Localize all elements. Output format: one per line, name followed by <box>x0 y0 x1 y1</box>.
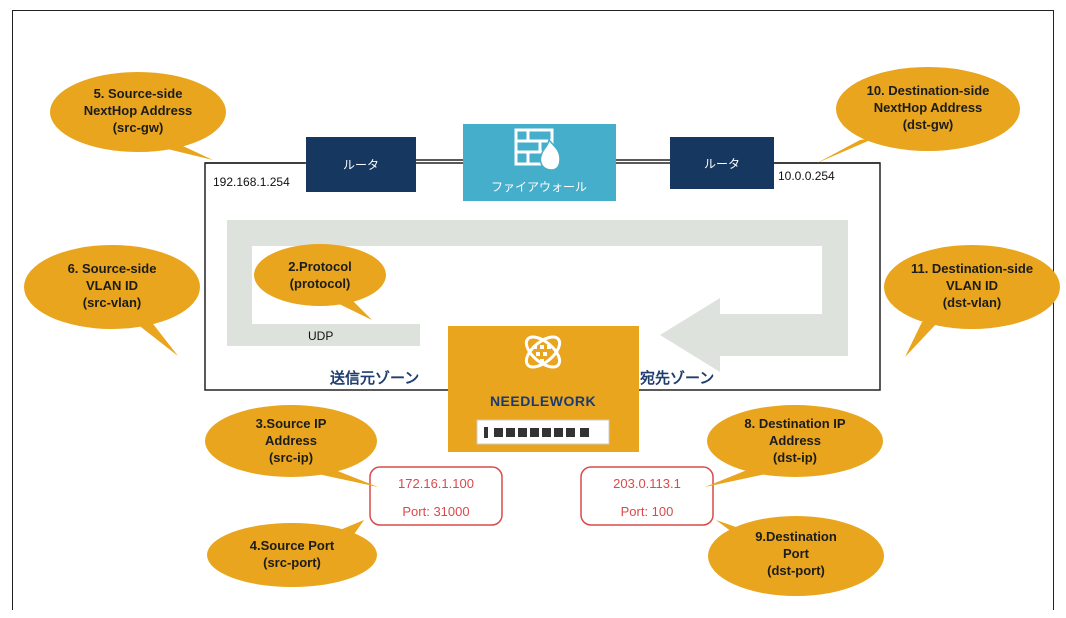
destination-zone-label: 宛先ゾーン <box>639 369 714 387</box>
callout-src-port-line2: (src-port) <box>263 555 321 570</box>
network-appliance-icon <box>476 419 610 445</box>
callout-src-port: 4.Source Port (src-port) <box>207 520 377 587</box>
source-port-value: Port: 31000 <box>402 504 469 519</box>
callout-dst-vlan-line2: VLAN ID <box>946 278 998 293</box>
callout-dst-vlan-line1: 11. Destination-side <box>911 261 1033 276</box>
callout-src-gw-line3: (src-gw) <box>113 120 164 135</box>
callout-dst-ip: 8. Destination IP Address (dst-ip) <box>705 405 883 487</box>
router-right: ルータ <box>670 137 774 189</box>
source-address-box: 172.16.1.100 Port: 31000 <box>369 466 503 526</box>
callout-dst-gw-line2: NextHop Address <box>874 100 983 115</box>
destination-port-value: Port: 100 <box>621 504 674 519</box>
firewall-label: ファイアウォール <box>491 180 587 194</box>
right-gateway-ip: 10.0.0.254 <box>778 169 835 183</box>
callout-dst-port-line2: Port <box>783 546 810 561</box>
needlework-appliance: NEEDLEWORK <box>448 326 639 452</box>
callout-src-ip-line3: (src-ip) <box>269 450 313 465</box>
callout-dst-ip-line1: 8. Destination IP <box>744 416 845 431</box>
callout-dst-port-line3: (dst-port) <box>767 563 825 578</box>
page-frame-top <box>12 10 1054 11</box>
router-left: ルータ <box>306 137 416 192</box>
page-frame-right <box>1053 10 1054 610</box>
callout-dst-port-line1: 9.Destination <box>755 529 837 544</box>
source-ip-value: 172.16.1.100 <box>398 476 474 491</box>
callout-src-vlan-line1: 6. Source-side <box>68 261 157 276</box>
firewall-flame-icon <box>514 128 561 171</box>
router-right-label: ルータ <box>704 157 740 171</box>
callout-protocol-line2: (protocol) <box>290 276 351 291</box>
destination-ip-value: 203.0.113.1 <box>613 476 681 491</box>
callout-src-gw: 5. Source-side NextHop Address (src-gw) <box>50 72 226 160</box>
callout-dst-vlan: 11. Destination-side VLAN ID (dst-vlan) <box>884 245 1060 357</box>
callout-dst-ip-line3: (dst-ip) <box>773 450 817 465</box>
left-gateway-ip: 192.168.1.254 <box>213 175 290 189</box>
callout-dst-port: 9.Destination Port (dst-port) <box>708 516 884 596</box>
page-frame-left <box>12 10 13 610</box>
firewall: ファイアウォール <box>463 124 616 201</box>
callout-src-gw-line1: 5. Source-side <box>94 86 183 101</box>
router-left-label: ルータ <box>343 158 379 172</box>
callout-dst-gw-line3: (dst-gw) <box>903 117 954 132</box>
callout-src-ip: 3.Source IP Address (src-ip) <box>205 405 378 487</box>
callout-src-gw-line2: NextHop Address <box>84 103 193 118</box>
protocol-value: UDP <box>308 329 333 343</box>
callout-protocol: 2.Protocol (protocol) <box>254 244 386 320</box>
callout-src-ip-line1: 3.Source IP <box>256 416 327 431</box>
callout-src-port-line1: 4.Source Port <box>250 538 335 553</box>
callout-src-vlan-line3: (src-vlan) <box>83 295 142 310</box>
source-zone-label: 送信元ゾーン <box>329 369 419 387</box>
callout-protocol-line1: 2.Protocol <box>288 259 352 274</box>
callout-dst-gw-line1: 10. Destination-side <box>867 83 990 98</box>
callout-src-vlan: 6. Source-side VLAN ID (src-vlan) <box>24 245 200 356</box>
flow-arrow <box>227 220 848 372</box>
callout-dst-vlan-line3: (dst-vlan) <box>943 295 1002 310</box>
callout-src-ip-line2: Address <box>265 433 317 448</box>
callout-dst-ip-line2: Address <box>769 433 821 448</box>
callout-dst-gw: 10. Destination-side NextHop Address (ds… <box>817 67 1020 163</box>
needlework-logo-icon <box>524 335 562 369</box>
callout-src-vlan-line2: VLAN ID <box>86 278 138 293</box>
brand-name: NEEDLEWORK <box>490 393 596 409</box>
destination-address-box: 203.0.113.1 Port: 100 <box>580 466 714 526</box>
